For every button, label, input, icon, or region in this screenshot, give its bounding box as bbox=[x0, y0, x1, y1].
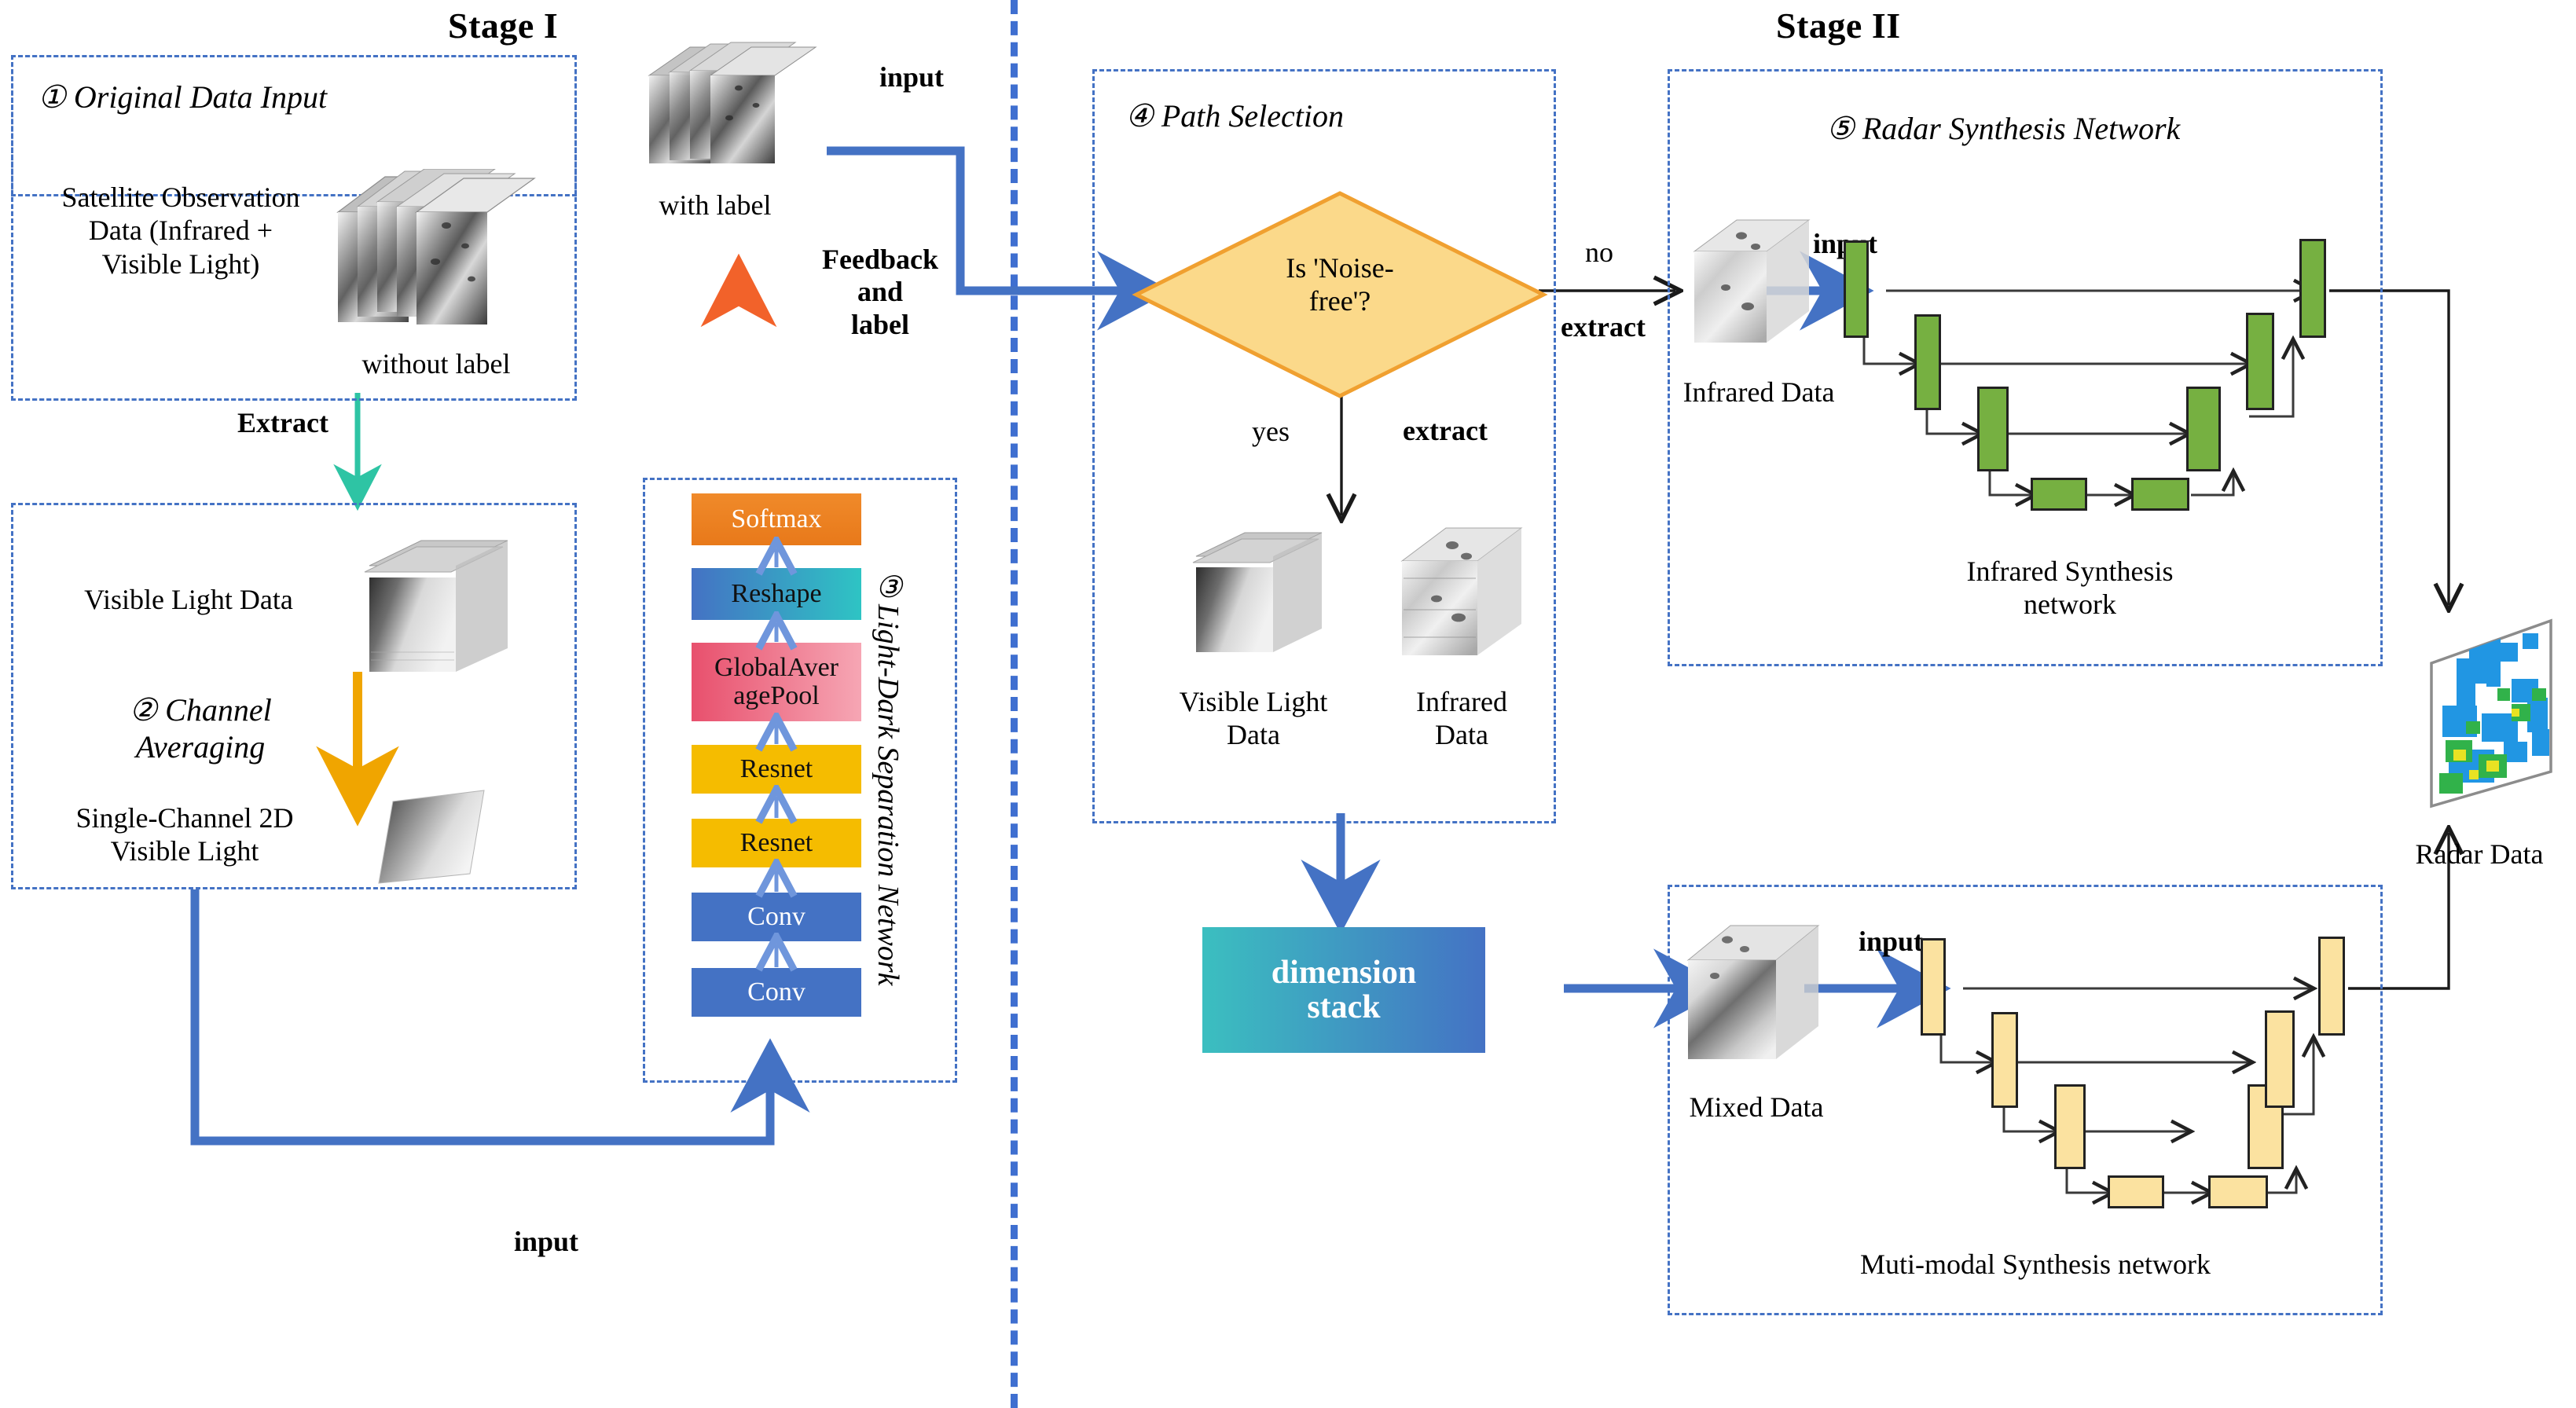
unet-bottom-enc-2 bbox=[1991, 1012, 2018, 1108]
block5-bottom-input-word: input bbox=[1858, 926, 1924, 957]
unet-top-enc-1 bbox=[1844, 240, 1869, 338]
block1-title: ① Original Data Input bbox=[38, 79, 328, 115]
radar-map-plane-icon bbox=[2430, 618, 2552, 808]
stage-divider bbox=[1011, 0, 1018, 1408]
decision-line-1: Is 'Noise- bbox=[1286, 252, 1394, 284]
unet-top-enc-2 bbox=[1914, 314, 1941, 410]
layer-resnet-1[interactable]: Resnet bbox=[692, 819, 861, 867]
branch-no-label: no bbox=[1585, 236, 1613, 268]
infrared-synthesis-line-1: Infrared Synthesis bbox=[1966, 556, 2174, 587]
unet-top-dec-1 bbox=[2299, 239, 2326, 338]
feedback-and-label: Feedback and label bbox=[794, 244, 967, 341]
decision-diamond-text: Is 'Noise- free'? bbox=[1214, 251, 1466, 318]
branch-no-extract-label: extract bbox=[1561, 311, 1646, 343]
block5-infrared-data-label: Infrared Data bbox=[1682, 376, 1835, 408]
branch-yes-extract-label: extract bbox=[1403, 415, 1488, 446]
decision-diamond-noise-free[interactable] bbox=[1132, 189, 1548, 401]
layer-reshape-label: Reshape bbox=[731, 579, 822, 609]
path-visible-light-line-2: Data bbox=[1227, 719, 1280, 751]
path-infrared-label: Infrared Data bbox=[1344, 685, 1580, 752]
block4-title: ④ Path Selection bbox=[1125, 98, 1345, 134]
layer-conv-2[interactable]: Conv bbox=[692, 893, 861, 941]
layer-resnet-1-label: Resnet bbox=[739, 828, 813, 858]
dimension-stack-line-2: stack bbox=[1307, 989, 1381, 1025]
block5-mixed-data-label: Mixed Data bbox=[1689, 1091, 1824, 1123]
unet-bottom-enc-1 bbox=[1921, 938, 1946, 1036]
decision-line-2: free'? bbox=[1308, 285, 1371, 317]
block2-single-channel-line-1: Single-Channel 2D bbox=[75, 802, 294, 834]
block1-image-label: without label bbox=[361, 348, 511, 380]
block-radar-synthesis-network-top bbox=[1668, 69, 2383, 666]
path-infrared-line-2: Data bbox=[1435, 719, 1488, 751]
infrared-synthesis-network-label: Infrared Synthesis network bbox=[1905, 555, 2235, 622]
layer-softmax-label: Softmax bbox=[731, 504, 822, 534]
labeled-cube-caption: with label bbox=[659, 189, 772, 221]
block1-caption-line-3: Visible Light) bbox=[101, 248, 260, 280]
block2-single-channel-line-2: Visible Light bbox=[110, 835, 259, 867]
block-original-data-input-frame bbox=[11, 55, 577, 401]
unet-bottom-enc-3 bbox=[2054, 1084, 2086, 1169]
block1-caption: Satellite Observation Data (Infrared + V… bbox=[16, 181, 346, 280]
unet-bottom-bottleneck-2 bbox=[2208, 1175, 2268, 1208]
layer-gap-line-2: agePool bbox=[733, 681, 820, 710]
visible-light-cube-icon bbox=[364, 540, 508, 672]
feedback-line-2: and bbox=[857, 276, 904, 308]
block-radar-synthesis-network-bottom bbox=[1668, 885, 2383, 1315]
dimension-stack-line-1: dimension bbox=[1271, 954, 1417, 991]
unet-top-bottleneck-1 bbox=[2031, 478, 2087, 511]
block2-title-line-1: ② Channel bbox=[129, 692, 272, 728]
stage1-input-label: input bbox=[513, 1226, 579, 1257]
muti-modal-synthesis-network-label: Muti-modal Synthesis network bbox=[1860, 1248, 2211, 1280]
path-visible-light-line-1: Visible Light bbox=[1179, 686, 1328, 717]
layer-conv-1-label: Conv bbox=[747, 977, 805, 1007]
unet-top-dec-2 bbox=[2246, 313, 2274, 410]
block-light-dark-separation-network bbox=[643, 478, 957, 1083]
unet-bottom-bottleneck-1 bbox=[2108, 1175, 2164, 1208]
layer-conv-2-label: Conv bbox=[747, 902, 805, 932]
extract-label: Extract bbox=[237, 407, 328, 438]
block5-mixed-data-cube-icon bbox=[1686, 925, 1820, 1059]
block-channel-averaging bbox=[11, 503, 577, 889]
stage-one-title: Stage I bbox=[448, 6, 559, 46]
layer-gap-line-1: GlobalAver bbox=[714, 653, 838, 683]
layer-reshape[interactable]: Reshape bbox=[692, 568, 861, 620]
unet-top-bottleneck-2 bbox=[2131, 478, 2189, 511]
block2-title-line-2: Averaging bbox=[135, 729, 266, 764]
dimension-stack-box[interactable]: dimension stack bbox=[1202, 927, 1485, 1053]
block2-single-channel-label: Single-Channel 2D Visible Light bbox=[16, 801, 354, 868]
labeled-data-cube-icon bbox=[648, 42, 817, 163]
path-visible-light-label: Visible Light Data bbox=[1100, 685, 1407, 752]
unet-top-enc-3 bbox=[1977, 387, 2009, 471]
layer-conv-1[interactable]: Conv bbox=[692, 968, 861, 1017]
single-channel-plane-icon bbox=[378, 790, 485, 884]
layer-resnet-2[interactable]: Resnet bbox=[692, 745, 861, 794]
block3-title-text: ③Light-Dark Separation Network bbox=[872, 570, 905, 986]
block1-caption-line-2: Data (Infrared + bbox=[88, 214, 273, 247]
block-path-selection bbox=[1092, 69, 1556, 823]
block3-title: ③Light-Dark Separation Network bbox=[871, 495, 934, 1061]
top-input-label: input bbox=[879, 61, 945, 93]
block5-infrared-cube-icon bbox=[1693, 219, 1811, 343]
block1-caption-line-1: Satellite Observation bbox=[61, 182, 300, 213]
infrared-synthesis-line-2: network bbox=[2024, 588, 2116, 621]
layer-global-average-pool[interactable]: GlobalAver agePool bbox=[692, 643, 861, 721]
block2-title: ② Channel Averaging bbox=[71, 691, 330, 765]
path-visible-light-cube-icon bbox=[1192, 532, 1323, 652]
block5-title: ⑤ Radar Synthesis Network bbox=[1826, 111, 2181, 146]
unet-top-dec-3 bbox=[2186, 387, 2221, 471]
layer-resnet-2-label: Resnet bbox=[739, 754, 813, 784]
feedback-line-1: Feedback bbox=[822, 244, 938, 275]
unet-bottom-dec-2 bbox=[2265, 1010, 2295, 1108]
stage-two-title: Stage II bbox=[1776, 6, 1901, 46]
branch-yes-label: yes bbox=[1252, 416, 1290, 447]
path-infrared-line-1: Infrared bbox=[1416, 686, 1507, 717]
unet-bottom-dec-1 bbox=[2318, 937, 2345, 1036]
feedback-line-3: label bbox=[850, 308, 909, 340]
path-infrared-cube-icon bbox=[1400, 527, 1523, 655]
block2-visible-light-label: Visible Light Data bbox=[84, 584, 293, 615]
layer-softmax[interactable]: Softmax bbox=[692, 493, 861, 545]
data-cube-stack-icon bbox=[336, 169, 536, 324]
radar-data-label: Radar Data bbox=[2415, 838, 2544, 870]
